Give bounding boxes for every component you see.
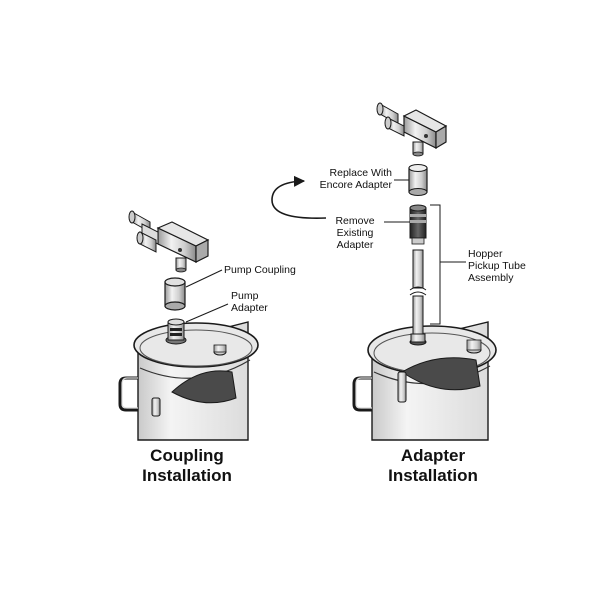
adapter-caption-line2: Installation [388,466,478,485]
swap-arrow [271,175,327,219]
right-pump [376,102,448,157]
adapter-installation-illustration [271,102,497,441]
right-leader-lines [384,179,410,223]
left-pump-adapter [165,318,187,345]
existing-adapter [409,204,427,245]
pump-adapter-label: Pump Adapter [231,290,268,314]
hopper-label-line2: Pickup Tube [468,260,526,272]
replace-label-line2: Encore Adapter [319,179,392,191]
replace-label-line1: Replace With [329,167,392,179]
right-hopper-drum [352,321,497,441]
hopper-pickup-tube [409,249,427,335]
hopper-label-line1: Hopper [468,248,503,260]
left-hopper-drum [118,321,259,441]
replace-with-encore-adapter-label: Replace With Encore Adapter [304,167,392,191]
remove-existing-adapter-label: Remove Existing Adapter [326,215,384,251]
coupling-installation-illustration [118,210,259,441]
left-leader-lines [185,269,229,323]
pump-adapter-label-line2: Adapter [231,302,268,314]
hopper-pickup-tube-assembly-label: Hopper Pickup Tube Assembly [468,248,526,284]
pump-adapter-label-line1: Pump [231,290,259,302]
hopper-tube-bracket [430,204,466,325]
adapter-caption-line1: Adapter [400,446,466,465]
coupling-caption-line2: Installation [142,466,232,485]
remove-label-line1: Remove [335,215,375,227]
coupling-caption-line1: Coupling [150,446,224,465]
left-pump-coupling [164,277,186,311]
pump-coupling-label: Pump Coupling [224,264,296,276]
adapter-installation-caption: Adapter Installation [376,446,490,486]
left-pump [128,210,210,273]
hopper-label-line3: Assembly [468,272,514,284]
remove-label-line2: Existing [336,227,374,239]
coupling-installation-caption: Coupling Installation [130,446,244,486]
encore-adapter [408,164,428,196]
remove-label-line3: Adapter [336,239,374,251]
